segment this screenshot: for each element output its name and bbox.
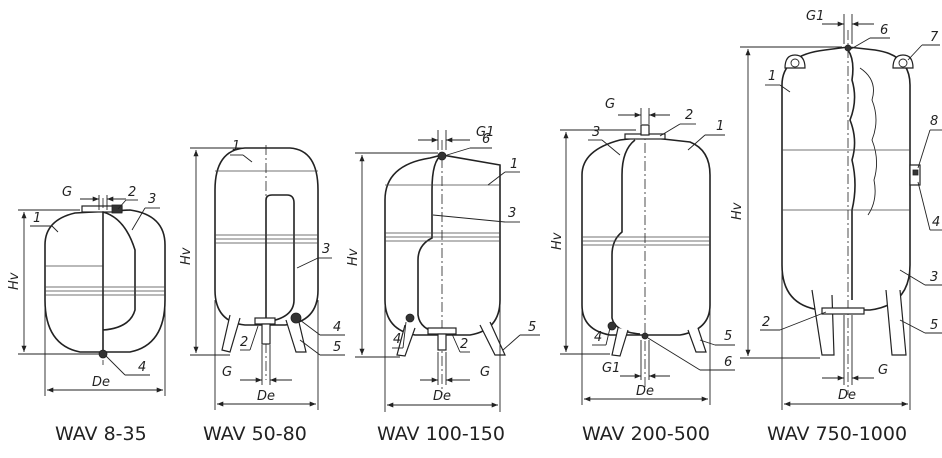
tank-2-caption: WAV 50-80 [203,423,307,445]
tank-5-callout-4: 4 [932,215,940,230]
tank-5-callout-7: 7 [930,30,939,45]
tank-4-callout-5: 5 [724,329,732,344]
tank-2-de-label: De [257,389,275,404]
tank-4-callout-2: 2 [685,108,693,123]
tank-5-callout-3: 3 [930,270,938,285]
tank-4-callout-1: 1 [716,119,724,134]
tank-3-g-label: G [480,365,490,380]
tank-2-g-label: G [222,365,232,380]
tank-4-caption: WAV 200-500 [582,423,710,445]
tank-5-callout-6: 6 [880,23,888,38]
tank-5-membrane [847,49,856,300]
tank-2-callout-1: 1 [232,139,240,154]
tank-3-shell [384,154,501,336]
tank-3-de-label: De [433,389,451,404]
tank-3-callout-3: 3 [508,206,516,221]
tank-3-callout-4: 4 [393,332,401,347]
tank-5-hv-label: Hv [730,202,745,220]
tank-5-de-label: De [838,388,856,403]
tank-3-membrane [417,154,443,334]
tank-5-callout-5: 5 [930,318,938,333]
tank-2-callout-2: 2 [240,335,248,350]
tank-4-g1-label: G1 [602,361,620,376]
tank-1-de-label: De [92,375,110,390]
tank-1-hv-label: Hv [7,272,22,290]
tank-wav-100-150: Hv De G1 G 6 1 3 4 2 5 WAV 100-150 [346,125,540,445]
tank-2-membrane [265,194,295,325]
tank-4-hv-label: Hv [550,232,565,250]
tank-1-callout-3: 3 [148,192,156,207]
tank-4-callout-4: 4 [594,330,602,345]
tank-2-callout-3: 3 [322,242,330,257]
tank-wav-8-35: Hv De G 1 2 3 4 WAV 8-35 [7,185,166,445]
tank-5-callout-1: 1 [768,69,776,84]
tank-1-callout-4: 4 [138,360,146,375]
tank-4-shell [581,136,711,336]
tank-wav-50-80: Hv De G 1 2 3 4 5 WAV 50-80 [179,139,345,445]
tank-5-g1-label: G1 [806,9,824,24]
tank-2-callout-5: 5 [333,340,341,355]
tank-4-callout-6: 6 [724,355,732,370]
tank-4-callout-3: 3 [592,125,600,140]
tank-2-hv-label: Hv [179,247,194,265]
tank-4-de-label: De [636,384,654,399]
tank-5-g-label: G [878,363,888,378]
tank-3-caption: WAV 100-150 [377,423,505,445]
tank-3-hv-label: Hv [346,248,361,266]
tank-3-callout-1: 1 [510,157,518,172]
tank-3-callout-6: 6 [482,132,490,147]
tank-wav-750-1000: Hv De G1 G 6 7 1 8 4 3 5 2 WAV 750-1000 [730,9,942,445]
tank-5-callout-2: 2 [762,315,770,330]
tank-5-caption: WAV 750-1000 [767,423,907,445]
tank-1-callout-2: 2 [128,185,136,200]
tank-3-g1-label: G1 [476,125,494,140]
tank-5-callout-8: 8 [930,114,938,129]
tank-3-callout-5: 5 [528,320,536,335]
tank-2-callout-4: 4 [333,320,341,335]
tank-1-callout-1: 1 [33,211,41,226]
tank-3-callout-2: 2 [460,337,468,352]
tank-wav-200-500: Hv De G G1 2 1 3 4 5 6 WAV 200-500 [550,97,735,445]
tank-1-caption: WAV 8-35 [55,423,147,445]
tank-5-shell [781,46,911,311]
tank-1-membrane [102,211,136,352]
tank-4-g-top-label: G [605,97,615,112]
tank-1-g-label: G [62,185,72,200]
